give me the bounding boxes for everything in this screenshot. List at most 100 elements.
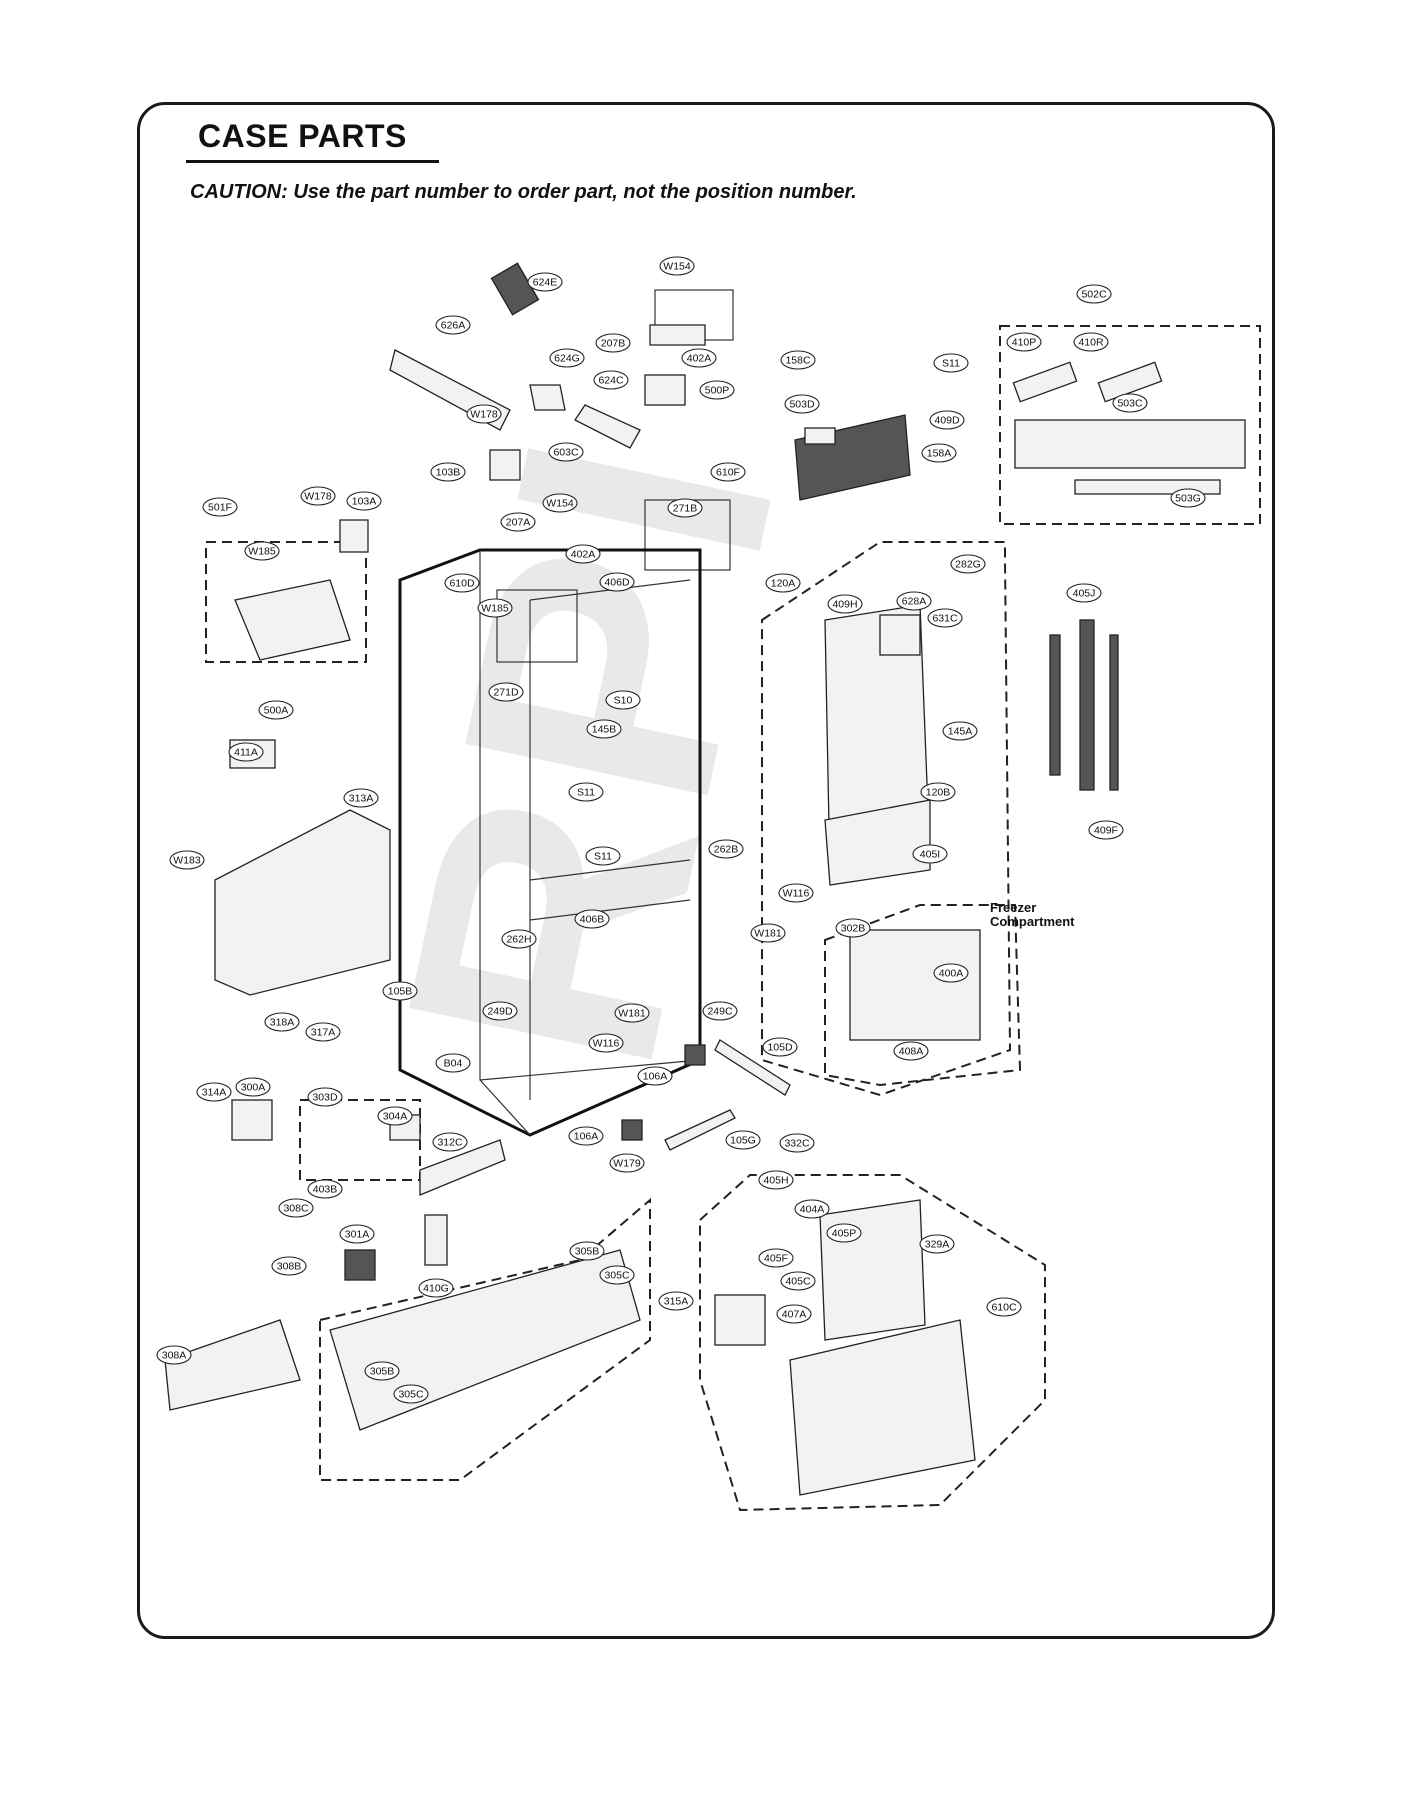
callout-bubble (835, 918, 871, 938)
callout-text: 406D (604, 577, 630, 589)
callout-text: 409D (934, 415, 960, 427)
callout-text: 610C (991, 1302, 1017, 1314)
callout-text: B04 (444, 1058, 463, 1070)
callout-bubble (430, 462, 466, 482)
callout-text: 503G (1175, 493, 1201, 505)
callout-409h: 409H (827, 594, 863, 614)
callout-text: 624E (533, 277, 558, 289)
callout-text: S11 (577, 787, 595, 799)
callout-text: 400A (939, 968, 964, 980)
callout-300a: 300A (235, 1077, 271, 1097)
callout-text: 304A (383, 1111, 408, 1123)
callout-bubble (196, 1082, 232, 1102)
callout-text: 271D (493, 687, 519, 699)
callout-text: 106A (643, 1071, 668, 1083)
callout-305c: 305C (599, 1265, 635, 1285)
part-312c (419, 1139, 506, 1196)
callout-bubble (779, 1133, 815, 1153)
callout-610c: 610C (986, 1297, 1022, 1317)
callout-bubble (758, 1248, 794, 1268)
part-628a-fan (879, 614, 921, 656)
part-315a-base (329, 1249, 641, 1431)
freezer-note-line-1: Freezer (990, 900, 1036, 915)
callout-503d: 503D (784, 394, 820, 414)
callout-410p: 410P (1006, 332, 1042, 352)
part-302b-evaporator (849, 929, 981, 1041)
part-624c (574, 404, 641, 449)
callout-text: 313A (349, 793, 374, 805)
callout-405j: 405J (1066, 583, 1102, 603)
callout-249d: 249D (482, 1001, 518, 1021)
callout-bubble (762, 1037, 798, 1057)
callout-text: 610D (449, 578, 475, 590)
callout-w181: W181 (750, 923, 786, 943)
callout-text: W181 (754, 928, 782, 940)
callout-bubble (658, 1291, 694, 1311)
callout-282g: 282G (950, 554, 986, 574)
callout-text: 308C (283, 1203, 309, 1215)
callout-bubble (614, 1003, 650, 1023)
callout-bubble (346, 491, 382, 511)
callout-text: 105D (767, 1042, 793, 1054)
callout-text: 120B (926, 787, 951, 799)
part-410p-harness (1012, 361, 1078, 403)
callout-105g: 105G (725, 1130, 761, 1150)
callout-303d: 303D (307, 1087, 343, 1107)
callout-text: 145A (948, 726, 973, 738)
title-underline (186, 160, 439, 163)
part-300a-compressor (231, 1099, 273, 1141)
part-308a (164, 1319, 301, 1411)
callout-405p: 405P (826, 1223, 862, 1243)
callout-bubble (1076, 284, 1112, 304)
callout-w116: W116 (588, 1033, 624, 1053)
callout-text: 409H (832, 599, 857, 611)
part-410g-capacitor (424, 1214, 448, 1266)
callout-332c: 332C (779, 1133, 815, 1153)
callout-503c: 503C (1112, 393, 1148, 413)
callout-text: 207B (601, 338, 626, 350)
page-title: CASE PARTS (198, 118, 407, 154)
callout-610d: 610D (444, 573, 480, 593)
part-410r-harness (1097, 361, 1163, 403)
callout-text: W185 (248, 546, 276, 558)
callout-text: 502C (1081, 289, 1107, 301)
callout-s11: S11 (585, 846, 621, 866)
callout-bubble (278, 1198, 314, 1218)
callout-bubble (702, 1001, 738, 1021)
callout-w179: W179 (609, 1153, 645, 1173)
callout-text: 305C (398, 1389, 424, 1401)
callout-text: 404A (800, 1204, 825, 1216)
callout-bubble (568, 1126, 604, 1146)
callout-410g: 410G (418, 1278, 454, 1298)
callout-text: 305C (604, 1270, 630, 1282)
part-301a (344, 1249, 376, 1281)
callout-bubble (586, 719, 622, 739)
part-207b (649, 324, 706, 346)
callout-bubble (780, 350, 816, 370)
callout-bubble (393, 1384, 429, 1404)
callout-312c: 312C (432, 1132, 468, 1152)
callout-text: 271B (673, 503, 698, 515)
callout-text: 282G (955, 559, 981, 571)
callout-bubble (1088, 820, 1124, 840)
callout-262b: 262B (708, 839, 744, 859)
callout-text: 405F (764, 1253, 788, 1265)
callout-text: 405I (920, 849, 940, 861)
callout-text: 500A (264, 705, 289, 717)
callout-text: 332C (784, 1138, 810, 1150)
callout-262h: 262H (501, 929, 537, 949)
callout-text: W116 (593, 1038, 620, 1050)
part-405j-strip-2 (1079, 619, 1095, 791)
callout-103b: 103B (430, 462, 466, 482)
callout-bubble (585, 846, 621, 866)
callout-text: 145B (592, 724, 617, 736)
part-503d (804, 427, 836, 445)
callout-text: 603C (553, 447, 579, 459)
callout-text: 105B (388, 986, 413, 998)
callout-bubble (300, 486, 336, 506)
callout-628a: 628A (896, 591, 932, 611)
callout-120b: 120B (920, 782, 956, 802)
callout-bubble (667, 498, 703, 518)
callout-106a: 106A (568, 1126, 604, 1146)
